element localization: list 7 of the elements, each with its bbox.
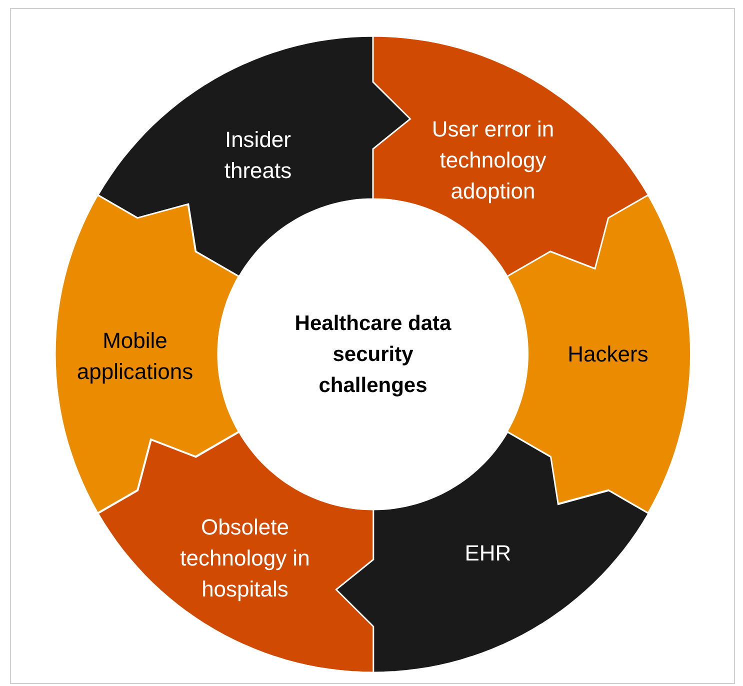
segment-label: Mobile applications xyxy=(76,327,194,386)
center-label: Healthcare data security challenges xyxy=(294,310,452,398)
segment-label: EHR xyxy=(464,540,512,568)
segment-label: Insider threats xyxy=(223,126,293,185)
segment-label: Obsolete technology in hospitals xyxy=(179,514,311,604)
segment-label: User error in technology adoption xyxy=(430,116,556,206)
segment-label: Hackers xyxy=(566,340,650,368)
